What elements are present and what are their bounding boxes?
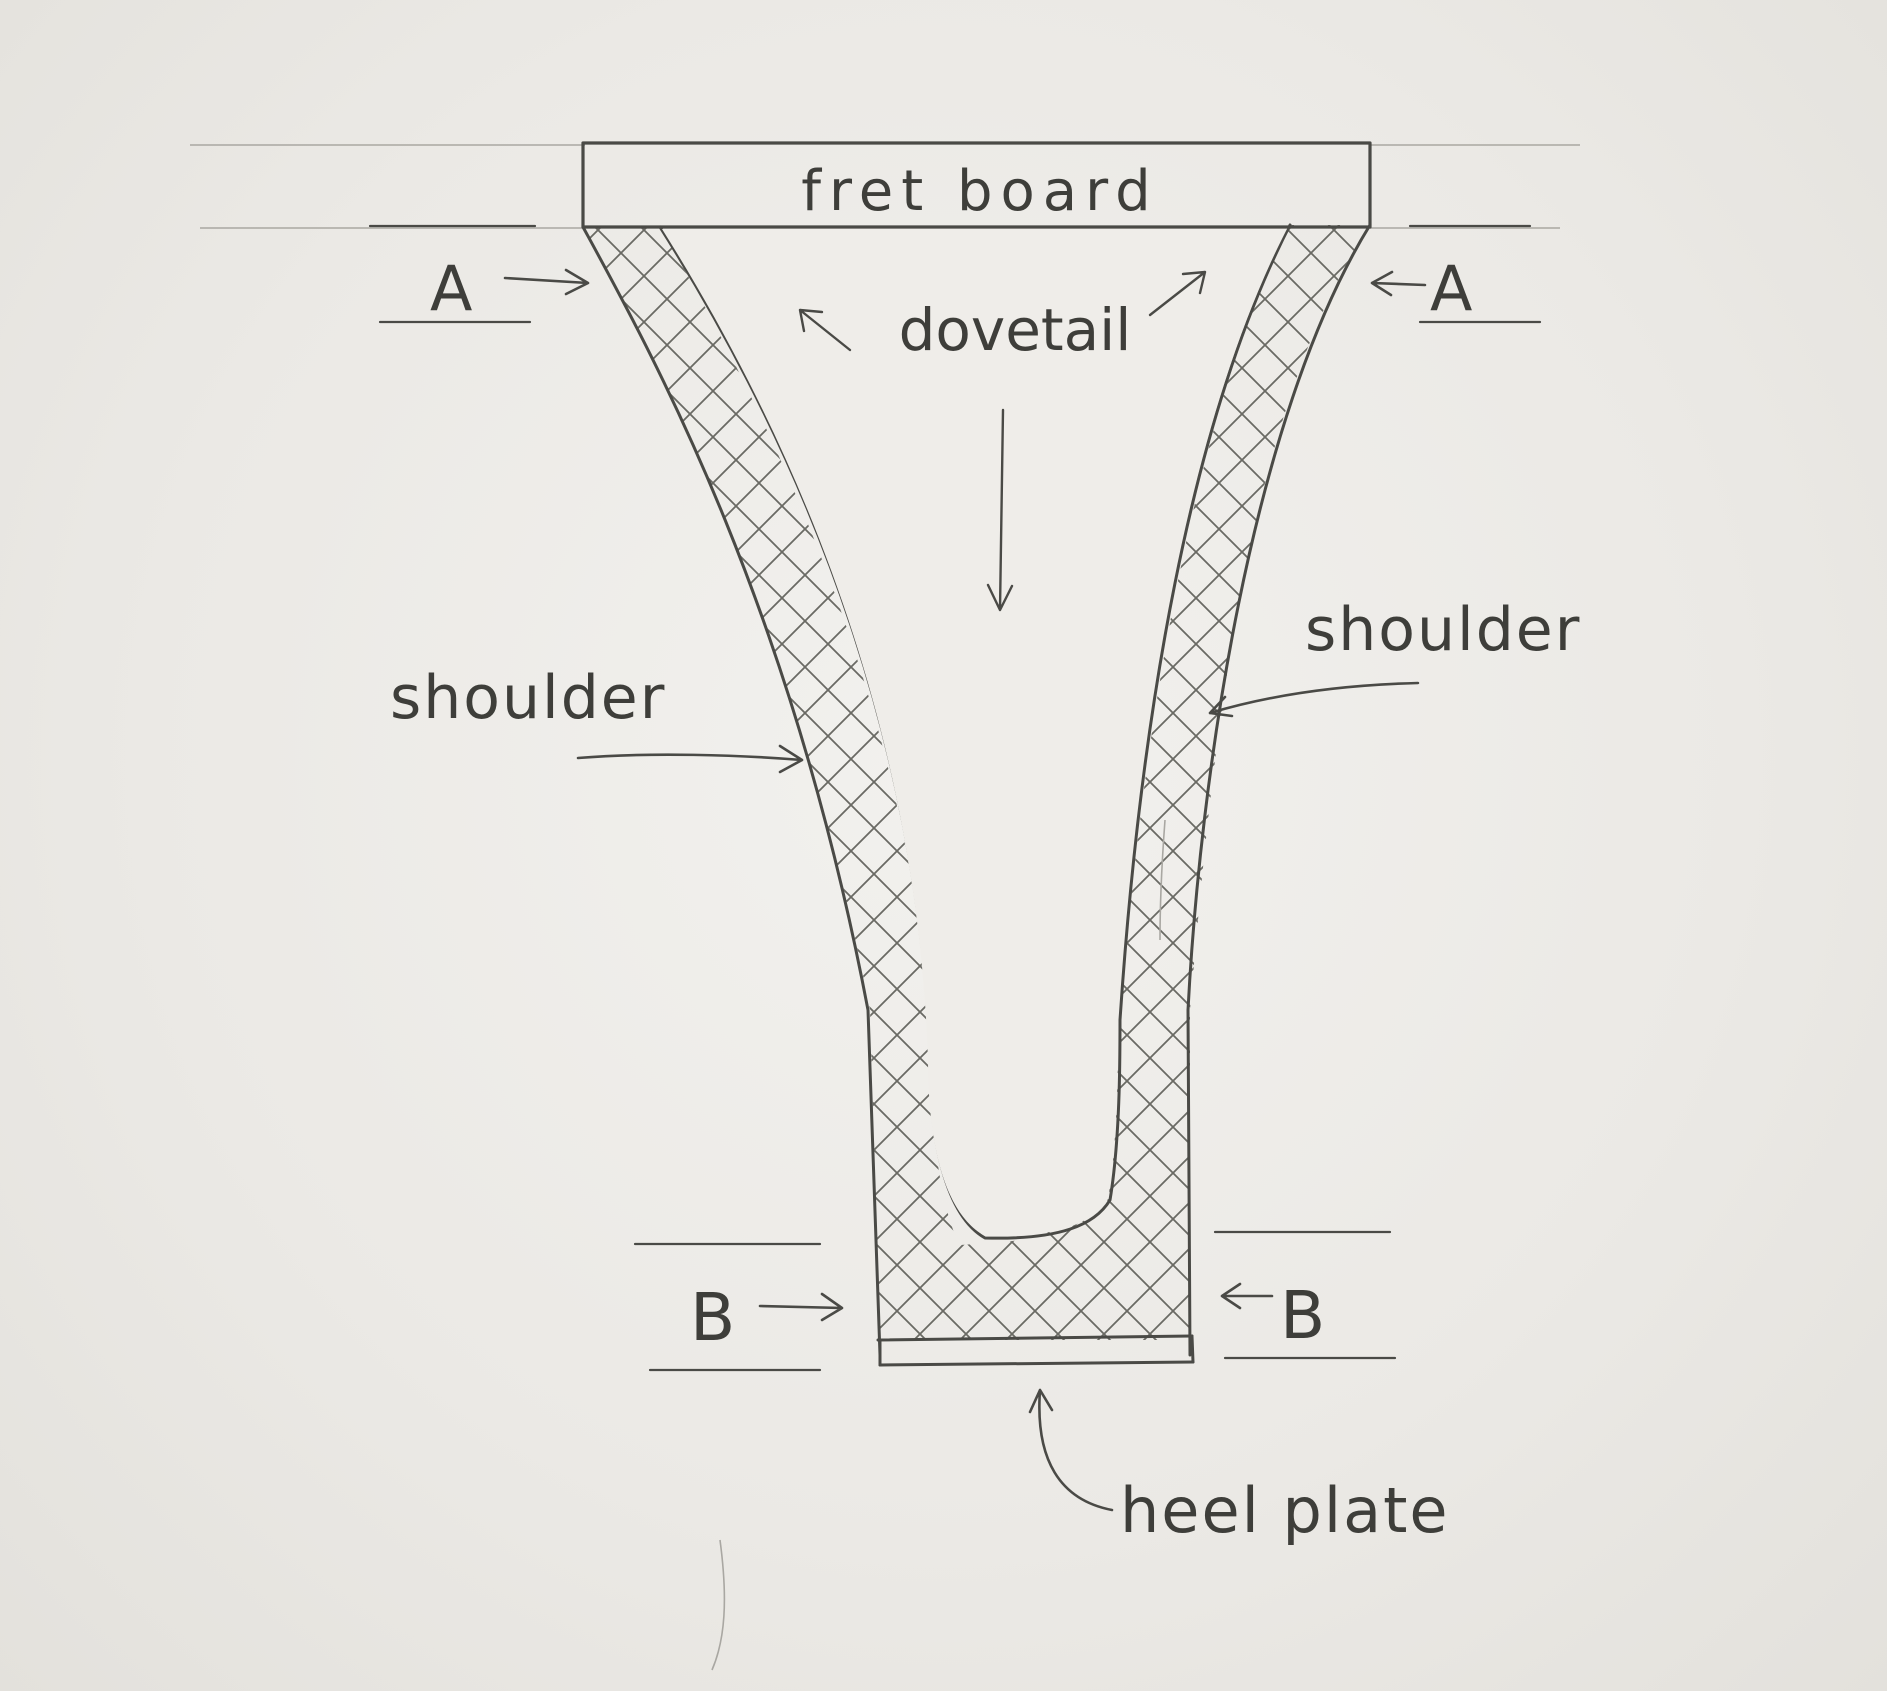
neck-heel <box>581 223 1372 1357</box>
dovetail-label: dovetail <box>899 296 1132 364</box>
heel-plate-arrow <box>1028 1388 1114 1512</box>
shoulder-right-label: shoulder <box>1305 595 1581 665</box>
section-a-left-label: A <box>430 252 472 325</box>
section-a-left-arrow <box>503 268 590 296</box>
section-b-left-arrow <box>758 1292 844 1322</box>
shoulder-left-arrow <box>576 744 804 774</box>
heel-plate-shape <box>876 1334 1195 1367</box>
stray-marks <box>711 819 1166 1671</box>
section-b-right-label: B <box>1280 1277 1325 1354</box>
dovetail-arrows <box>798 270 1207 612</box>
fretboard-label: fret board <box>801 159 1158 224</box>
shoulder-left-label: shoulder <box>390 663 666 733</box>
section-b-right-arrow <box>1220 1282 1274 1310</box>
section-b-left-label: B <box>690 1279 735 1356</box>
section-a-right-label: A <box>1430 252 1472 325</box>
section-lines <box>368 224 1542 1372</box>
section-a-right-arrow <box>1370 270 1427 297</box>
heel-plate-label: heel plate <box>1120 1474 1450 1547</box>
shoulder-right-arrow <box>1208 681 1420 718</box>
fretboard-shape <box>581 141 1372 229</box>
guide-lines <box>190 144 1580 229</box>
